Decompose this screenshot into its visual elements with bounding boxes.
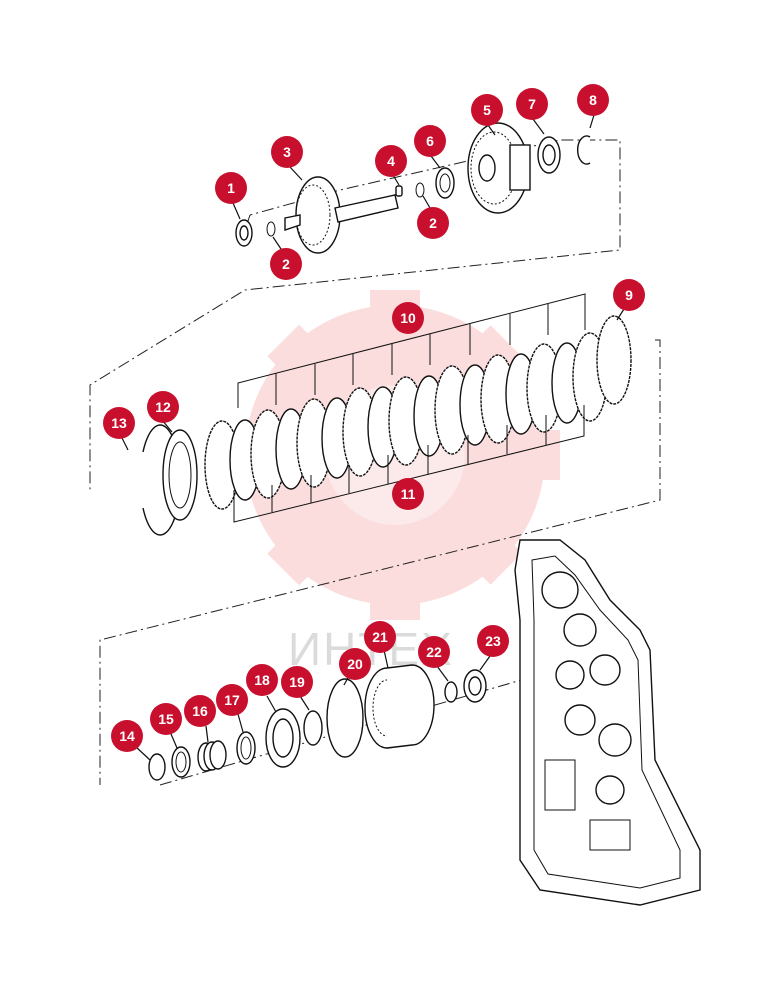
bracket-10	[237, 293, 586, 408]
callout-6: 6	[414, 125, 446, 157]
part-7-bearing	[537, 136, 561, 174]
callout-1: 1	[215, 172, 247, 204]
clutch-plate-stack	[204, 315, 632, 510]
callout-label: 5	[483, 102, 491, 118]
callout-14: 14	[111, 720, 143, 752]
callout-10: 10	[392, 302, 424, 334]
part-20-seal-ring	[326, 678, 364, 758]
callout-11: 11	[392, 478, 424, 510]
callout-label: 2	[429, 215, 437, 231]
callout-label: 6	[426, 133, 434, 149]
part-8-snap-ring	[576, 135, 591, 165]
part-2-ring-left	[266, 221, 276, 237]
part-5-gear	[467, 122, 531, 214]
part-16-spring	[197, 740, 227, 772]
callout-9: 9	[613, 279, 645, 311]
callout-label: 19	[289, 674, 305, 690]
part-23-bearing	[463, 669, 487, 703]
callout-21: 21	[364, 621, 396, 653]
callout-label: 17	[224, 692, 240, 708]
transmission-housing	[514, 539, 701, 906]
callout-label: 22	[426, 644, 442, 660]
callout-17: 17	[216, 684, 248, 716]
part-1-bearing	[235, 219, 253, 247]
part-14-snap-ring	[148, 753, 166, 781]
part-22-ring	[444, 681, 458, 703]
part-19-seal	[303, 710, 323, 746]
callout-2: 2	[270, 248, 302, 280]
callout-13: 13	[103, 407, 135, 439]
callout-label: 20	[347, 656, 363, 672]
callout-16: 16	[184, 695, 216, 727]
callout-20: 20	[339, 648, 371, 680]
callout-label: 14	[119, 728, 135, 744]
callout-label: 21	[372, 629, 388, 645]
callout-23: 23	[477, 625, 509, 657]
part-3-shaft-gear	[284, 176, 399, 254]
callout-label: 9	[625, 287, 633, 303]
callout-7: 7	[516, 88, 548, 120]
callout-label: 23	[485, 633, 501, 649]
part-18-piston	[265, 708, 301, 768]
callout-label: 10	[400, 310, 416, 326]
callout-label: 1	[227, 180, 235, 196]
part-4-pin	[395, 185, 403, 197]
part-6-needle-bearing	[435, 167, 455, 199]
callout-19: 19	[281, 666, 313, 698]
callout-label: 2	[282, 256, 290, 272]
callout-4: 4	[375, 145, 407, 177]
part-17-washer	[236, 731, 256, 765]
callout-5: 5	[471, 94, 503, 126]
callout-label: 7	[528, 96, 536, 112]
callout-label: 11	[401, 486, 416, 502]
callout-label: 8	[589, 92, 597, 108]
callout-label: 13	[111, 415, 127, 431]
callout-label: 16	[192, 703, 208, 719]
part-15-retainer	[171, 746, 191, 778]
callout-8: 8	[577, 84, 609, 116]
callout-12: 12	[147, 391, 179, 423]
callout-label: 18	[254, 672, 270, 688]
callout-22: 22	[418, 636, 450, 668]
callout-3: 3	[271, 136, 303, 168]
callout-label: 3	[283, 144, 291, 160]
callout-15: 15	[150, 703, 182, 735]
callout-label: 15	[158, 711, 174, 727]
part-12-pressure-plate	[162, 429, 198, 521]
callout-label: 12	[155, 399, 171, 415]
callout-2: 2	[417, 207, 449, 239]
part-2-ring-right	[415, 182, 425, 198]
callout-label: 4	[387, 153, 395, 169]
callout-18: 18	[246, 664, 278, 696]
part-21-clutch-drum	[364, 664, 435, 749]
